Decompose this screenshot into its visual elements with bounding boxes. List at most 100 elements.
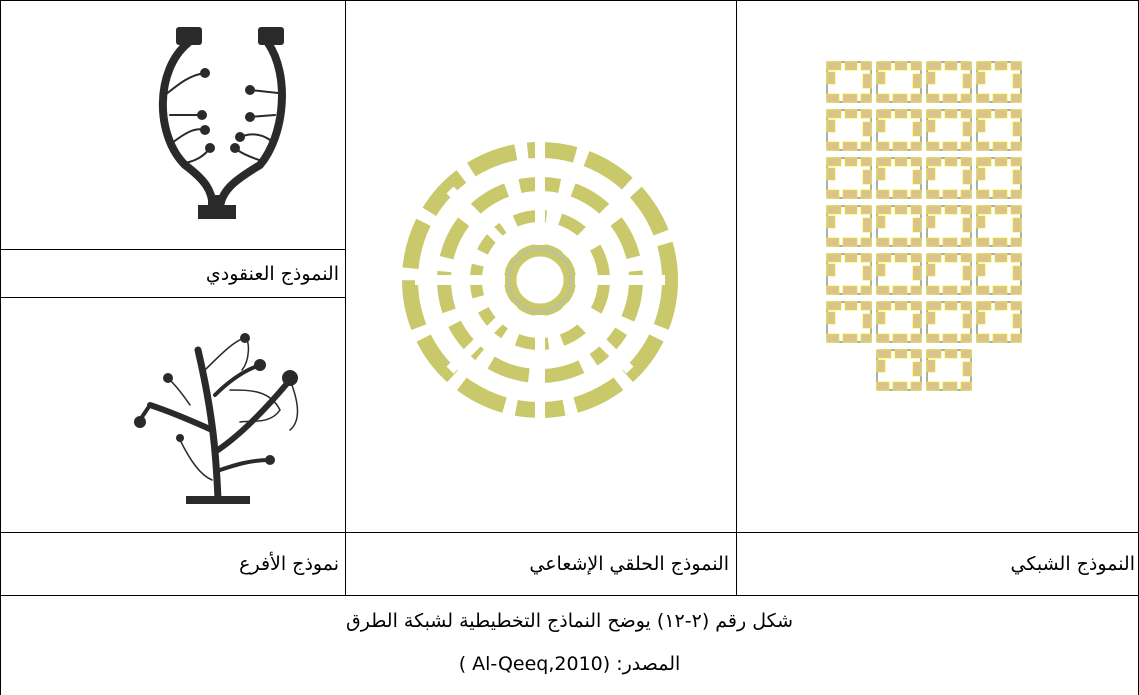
grid-block-segment (910, 189, 922, 199)
grid-block-segment (876, 189, 890, 199)
grid-block-segment (976, 205, 992, 215)
grid-block-segment (976, 157, 992, 167)
left-cell-divider-1 (0, 249, 345, 250)
grid-block-segment (894, 205, 908, 215)
grid-block-segment (876, 263, 886, 277)
grid-block-segment (894, 301, 908, 311)
grid-block-segment (976, 333, 990, 343)
grid-block-segment (944, 205, 958, 215)
grid-block-segment (842, 189, 858, 199)
grid-block-segment (860, 301, 872, 311)
grid-block-segment (994, 109, 1008, 119)
grid-block-segment (876, 333, 890, 343)
grid-block-segment (926, 141, 940, 151)
grid-block-segment (962, 169, 972, 185)
grid-block-segment (910, 109, 922, 119)
grid-block-segment (960, 237, 972, 247)
row-divider-images (0, 532, 1139, 533)
grid-block-segment (876, 237, 890, 247)
grid-block-segment (844, 301, 858, 311)
grid-block-segment (910, 93, 922, 103)
grid-block-segment (994, 253, 1008, 263)
grid-block-segment (926, 71, 936, 85)
grid-block-segment (892, 285, 908, 295)
grid-block-segment (876, 71, 886, 85)
grid-block-segment (976, 285, 990, 295)
grid-block-segment (992, 333, 1008, 343)
grid-block-segment (842, 237, 858, 247)
grid-block-segment (876, 205, 892, 215)
grid-block-segment (1010, 93, 1022, 103)
grid-block-segment (876, 167, 886, 181)
grid-block-segment (976, 93, 990, 103)
grid-block-segment (976, 253, 992, 263)
grid-block-segment (926, 157, 942, 167)
grid-block-segment (960, 205, 972, 215)
grid-block-segment (826, 237, 840, 247)
column-divider-1 (345, 0, 346, 595)
grid-block-segment (842, 333, 858, 343)
grid-block-segment (926, 263, 936, 277)
grid-block-segment (976, 61, 992, 71)
grid-block-segment (1010, 141, 1022, 151)
grid-block-segment (826, 311, 836, 325)
grid-block-segment (976, 189, 990, 199)
grid-block-segment (876, 93, 890, 103)
grid-block-segment (992, 189, 1008, 199)
figure-source: المصدر: (Al-Qeeq,2010 ) (458, 653, 681, 675)
grid-block-segment (976, 311, 986, 325)
grid-block-segment (892, 237, 908, 247)
grid-block-segment (860, 157, 872, 167)
grid-block-segment (910, 349, 922, 359)
grid-block-segment (1012, 217, 1022, 233)
grid-block-segment (944, 349, 958, 359)
grid-block-segment (894, 157, 908, 167)
grid-block-segment (842, 93, 858, 103)
figure-caption: شكل رقم (٢-١٢) يوضح النماذج التخطيطية لش… (345, 610, 794, 632)
grid-block-segment (876, 311, 886, 325)
grid-block-segment (912, 169, 922, 185)
grid-block-segment (910, 253, 922, 263)
grid-block-segment (926, 119, 936, 133)
grid-block-segment (876, 119, 886, 133)
grid-block-segment (960, 141, 972, 151)
grid-block-segment (892, 93, 908, 103)
grid-block-segment (962, 265, 972, 281)
grid-block-segment (960, 253, 972, 263)
grid-block-segment (944, 109, 958, 119)
row-divider-labels (0, 595, 1139, 596)
grid-block-segment (992, 237, 1008, 247)
grid-block-segment (1010, 301, 1022, 311)
grid-block-segment (826, 301, 842, 311)
grid-block-segment (944, 157, 958, 167)
grid-block-segment (926, 285, 940, 295)
grid-block-segment (826, 285, 840, 295)
grid-block-segment (910, 157, 922, 167)
grid-block-segment (942, 93, 958, 103)
grid-block-segment (926, 333, 940, 343)
grid-block-segment (876, 109, 892, 119)
grid-block-segment (860, 109, 872, 119)
grid-block-segment (844, 157, 858, 167)
grid-block-segment (826, 109, 842, 119)
radial-model-illustration (402, 140, 678, 420)
grid-block-segment (862, 73, 872, 89)
table-border-left (0, 0, 1, 695)
grid-block-segment (912, 361, 922, 377)
grid-block-segment (976, 71, 986, 85)
grid-block-segment (826, 61, 842, 71)
grid-block-segment (962, 313, 972, 329)
branch-model-illustration (134, 333, 299, 504)
grid-block-segment (844, 253, 858, 263)
grid-block-segment (876, 157, 892, 167)
grid-block-segment (892, 333, 908, 343)
grid-model-label: النموذج الشبكي (1010, 553, 1135, 575)
grid-block-segment (876, 141, 890, 151)
grid-block-segment (910, 381, 922, 391)
grid-block-segment (994, 205, 1008, 215)
grid-block-segment (1010, 253, 1022, 263)
grid-block-segment (862, 217, 872, 233)
tree-model-label: النموذج العنقودي (205, 263, 339, 285)
grid-block-segment (962, 217, 972, 233)
grid-block-segment (912, 265, 922, 281)
